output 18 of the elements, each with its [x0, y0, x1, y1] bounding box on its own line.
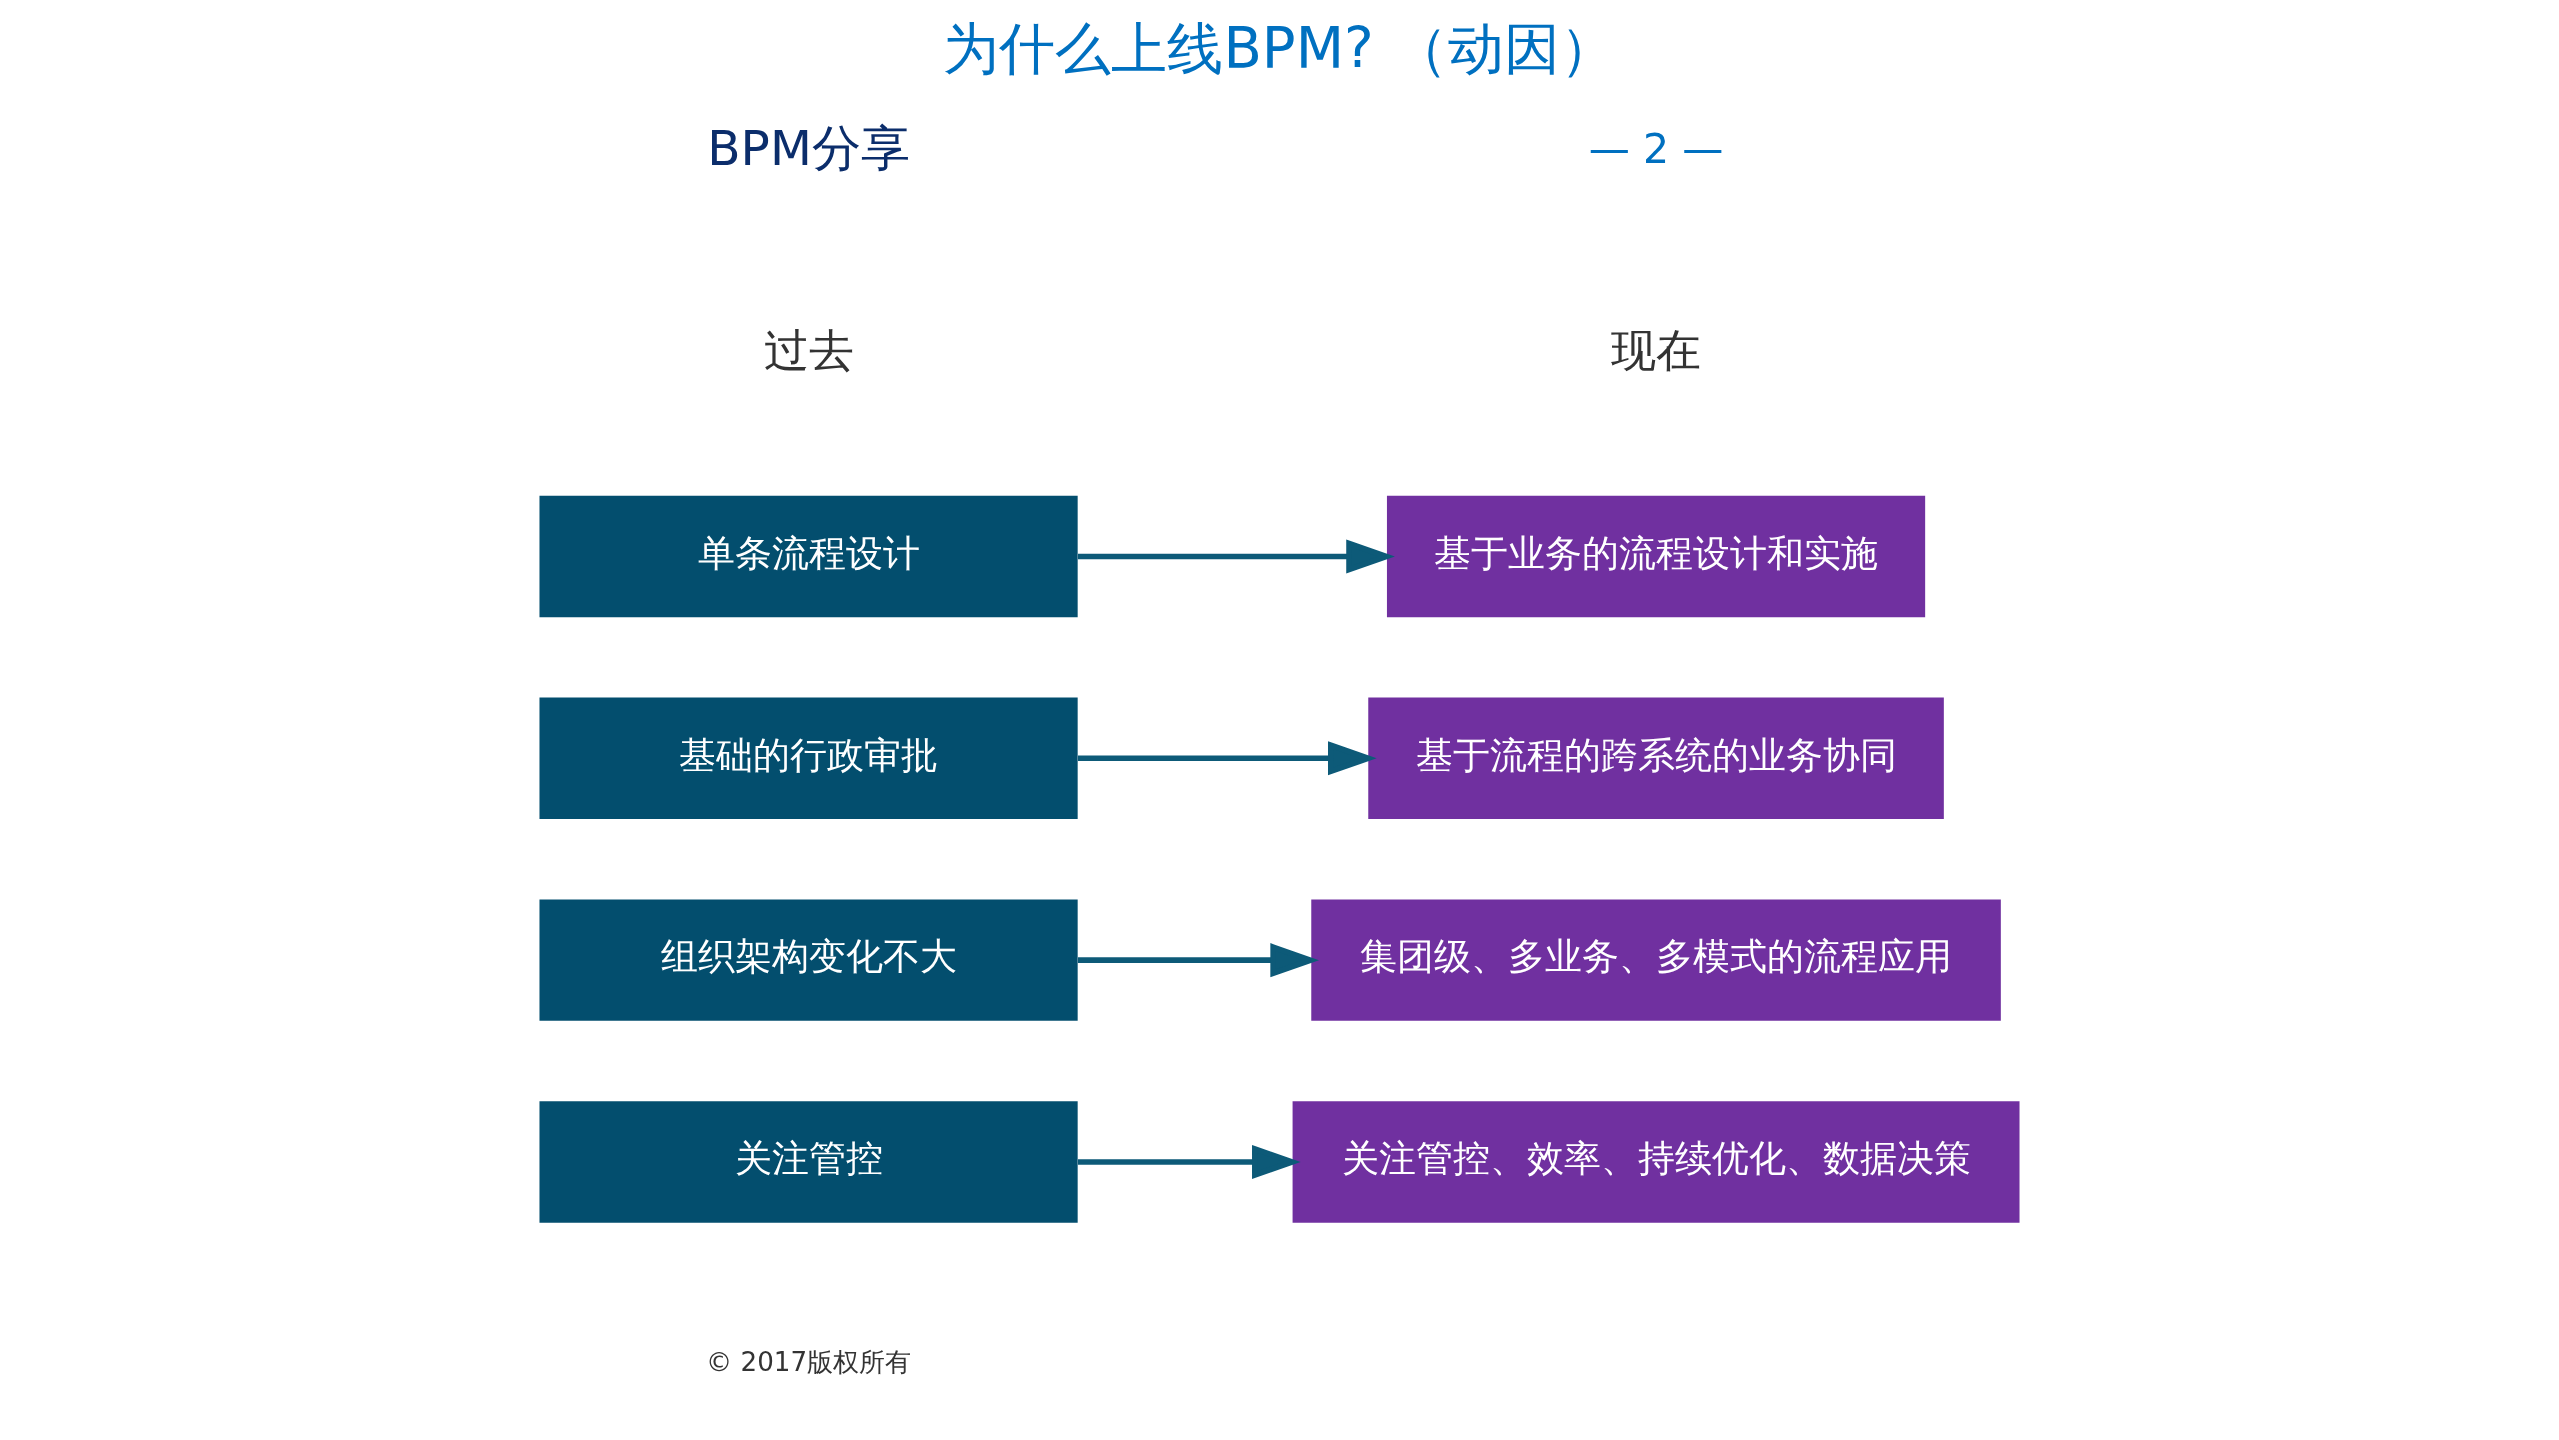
- label: 现在: [1611, 324, 1702, 378]
- arrow: [1078, 539, 1395, 574]
- node-box: 集团级、多业务、多模式的流程应用: [1311, 899, 2001, 1021]
- node-box: 基础的行政审批: [539, 697, 1078, 820]
- node-box: 关注管控: [539, 1101, 1078, 1223]
- label: © 2017版权所有: [706, 1346, 912, 1377]
- node-box: 单条流程设计: [539, 495, 1078, 618]
- node-box: 基于流程的跨系统的业务协同: [1368, 697, 1944, 820]
- label: BPM分享: [707, 119, 910, 176]
- label: 过去: [763, 324, 854, 378]
- node-box: 组织架构变化不大: [539, 899, 1078, 1021]
- node-box: 关注管控、效率、持续优化、数据决策: [1292, 1101, 2020, 1223]
- diagram-title: 为什么上线BPM? （动因）: [943, 15, 1616, 81]
- label: — 2 —: [1588, 125, 1724, 174]
- arrow: [1078, 1144, 1301, 1179]
- arrow: [1078, 943, 1319, 978]
- arrow: [1078, 741, 1377, 776]
- node-box: 基于业务的流程设计和实施: [1386, 495, 1926, 618]
